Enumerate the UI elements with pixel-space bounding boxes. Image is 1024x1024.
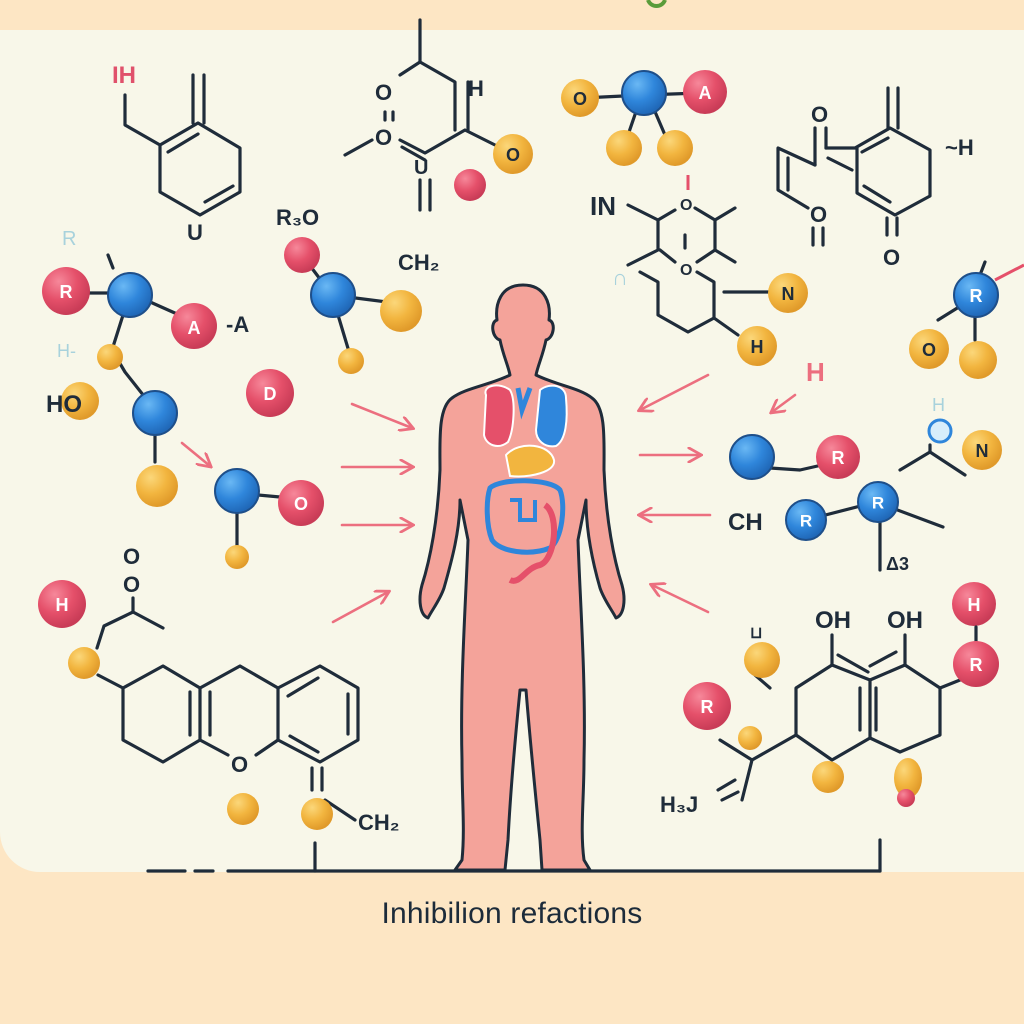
label-oh1: OH [815, 607, 851, 634]
label-h: H [468, 76, 484, 101]
label-h3j: H₃J [660, 792, 698, 817]
atom-red [454, 169, 486, 201]
molecule-right-mid: H R H N CH R R Δ3 [728, 357, 1002, 574]
svg-text:H: H [968, 595, 981, 615]
label-r-faint: R [62, 228, 76, 250]
svg-text:R: R [970, 286, 983, 306]
label-h-pink: H [806, 357, 825, 387]
svg-text:O: O [883, 245, 900, 270]
arrow-icon [640, 373, 710, 410]
molecule-bottom-left: O O H O CH₂ [38, 544, 400, 835]
molecule-right-r: R O [909, 260, 1024, 379]
label-delta3: Δ3 [886, 554, 909, 574]
svg-text:R: R [701, 697, 714, 717]
arrows-right [640, 373, 797, 614]
human-body [418, 283, 626, 872]
label-ch: CH [728, 509, 763, 536]
svg-text:N: N [782, 284, 795, 304]
svg-text:N: N [976, 441, 989, 461]
svg-text:R: R [800, 512, 812, 531]
arrow-icon [772, 393, 797, 412]
ground-line [146, 838, 882, 873]
svg-text:O: O [294, 494, 308, 514]
label-h-faint: H- [57, 341, 76, 361]
caption: Inhibilion refactions [381, 897, 643, 930]
arrow-icon [652, 585, 710, 614]
label-oh2: OH [887, 607, 923, 634]
lung-right [534, 384, 568, 448]
molecule-top-left: IH U [112, 62, 242, 245]
svg-text:R: R [60, 282, 73, 302]
molecule-r3o: R₃O CH₂ [276, 205, 440, 374]
svg-text:O: O [375, 125, 392, 150]
label-u2: U [414, 157, 428, 179]
svg-text:R: R [832, 448, 845, 468]
label-in: IN [590, 191, 616, 221]
label-ch2-top: CH₂ [398, 250, 440, 275]
svg-text:O: O [680, 262, 692, 279]
arrows-left [331, 402, 412, 624]
svg-text:O: O [123, 544, 140, 569]
label-minus-a: -A [226, 312, 249, 337]
svg-text:O: O [123, 572, 140, 597]
label-r3o: R₃O [276, 205, 319, 230]
svg-text:H: H [751, 337, 764, 357]
svg-text:O: O [506, 145, 520, 165]
molecule-top-oba: O A [561, 70, 727, 166]
svg-text:O: O [810, 202, 827, 227]
atom-yellow [493, 134, 533, 174]
svg-text:O: O [573, 89, 587, 109]
svg-text:H: H [56, 595, 69, 615]
molecule-in: IN O O ∩ N H [590, 175, 808, 366]
svg-text:O: O [811, 102, 828, 127]
label-u: U [187, 220, 203, 245]
molecule-top-center: O O H U O [343, 18, 533, 212]
svg-text:A: A [188, 318, 201, 338]
svg-text:O: O [922, 340, 936, 360]
label-n-faint: ∩ [612, 265, 628, 290]
svg-text:O: O [375, 80, 392, 105]
arrow-icon [350, 402, 412, 428]
molecule-left: R R A -A H- HO D O [42, 228, 324, 569]
molecule-top-right: O O O ~H [776, 86, 974, 270]
label-h-top-right: ~H [945, 135, 974, 160]
svg-text:O: O [231, 752, 248, 777]
label-ch2-bottom: CH₂ [358, 810, 400, 835]
arrow-icon [331, 592, 388, 624]
label-ho: HO [46, 391, 82, 418]
svg-text:R: R [970, 655, 983, 675]
liver [504, 444, 555, 478]
ring-icon [646, 0, 667, 8]
svg-text:O: O [680, 197, 692, 214]
lung-left [482, 384, 515, 447]
molecule-bottom-right: OH OH H R R H₃J ⊔ [660, 582, 999, 817]
svg-text:D: D [264, 384, 277, 404]
label-tick: ⊔ [750, 625, 762, 642]
svg-text:R: R [872, 494, 884, 513]
label-h-faint-right: H [932, 395, 945, 415]
label-ih: IH [112, 62, 136, 89]
svg-text:A: A [699, 83, 712, 103]
